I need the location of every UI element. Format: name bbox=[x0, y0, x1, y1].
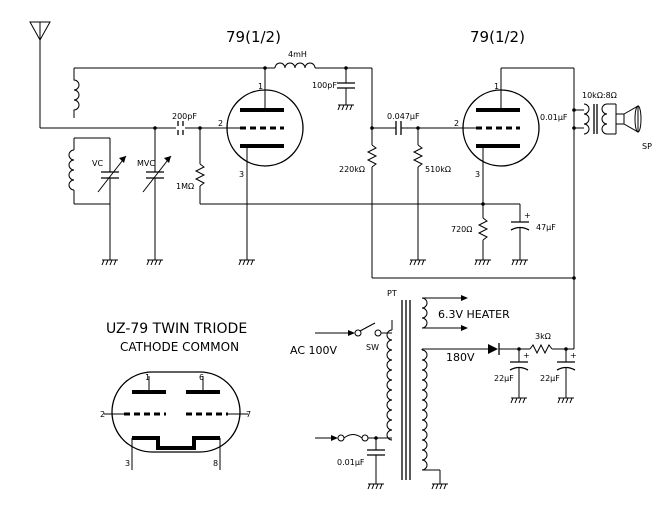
ac-label: AC 100V bbox=[290, 344, 338, 357]
pinout-pin-8: 8 bbox=[213, 459, 218, 468]
primary-winding-icon bbox=[386, 329, 393, 441]
plus-sign-3: + bbox=[570, 351, 577, 360]
b-voltage-label: 180V bbox=[446, 351, 475, 364]
output-capacitor-icon bbox=[574, 109, 584, 129]
inductor-label: 4mH bbox=[288, 50, 307, 59]
r-cathode-label: 720Ω bbox=[451, 225, 472, 234]
ac-input-arrow-icon bbox=[315, 330, 355, 336]
c-grid-label: 200pF bbox=[172, 112, 197, 121]
out-trans-label: 10kΩ:8Ω bbox=[582, 91, 617, 100]
r-plate-label: 220kΩ bbox=[339, 165, 365, 174]
pin-2-right: 2 bbox=[454, 119, 459, 128]
cathode-resistor-icon bbox=[477, 217, 489, 241]
heater-label: 6.3V HEATER bbox=[438, 308, 510, 321]
c-bypass-label: 100pF bbox=[312, 81, 337, 90]
heater-winding-icon bbox=[421, 295, 468, 331]
r-grid2-label: 510kΩ bbox=[425, 165, 451, 174]
grid-leak-resistor-icon bbox=[194, 163, 206, 187]
pin-1-right: 1 bbox=[494, 82, 499, 91]
rf-choke-icon bbox=[274, 62, 316, 69]
tuning-coil-icon bbox=[68, 149, 75, 191]
coupling-capacitor-icon bbox=[395, 121, 402, 135]
plus-sign-1: + bbox=[524, 211, 531, 220]
plate-resistor-icon bbox=[366, 144, 378, 168]
c-filter2-label: 22μF bbox=[540, 374, 560, 383]
c-cathode-label: 47μF bbox=[536, 223, 556, 232]
pinout-pin-1: 1 bbox=[145, 373, 150, 382]
switch-label: SW bbox=[366, 343, 379, 352]
rectifier-diode-icon bbox=[488, 343, 500, 355]
c-filter1-label: 22μF bbox=[494, 374, 514, 383]
plus-sign-2: + bbox=[523, 351, 530, 360]
c-line-label: 0.01μF bbox=[337, 458, 365, 467]
pin-3-right: 3 bbox=[475, 170, 480, 179]
pin-2-left: 2 bbox=[218, 119, 223, 128]
r-filter-label: 3kΩ bbox=[535, 332, 551, 341]
right-tube-label: 79(1/2) bbox=[470, 28, 525, 46]
r-grid-leak-label: 1MΩ bbox=[176, 182, 194, 191]
antenna-coil-icon bbox=[73, 70, 80, 118]
power-switch-icon[interactable] bbox=[354, 322, 382, 337]
pt-label: PT bbox=[387, 289, 397, 298]
secondary-winding-icon bbox=[421, 349, 428, 471]
bypass-capacitor-icon bbox=[337, 68, 355, 105]
mvc-label: MVC bbox=[137, 159, 155, 168]
left-tube-label: 79(1/2) bbox=[226, 28, 281, 46]
fuse-icon bbox=[337, 434, 369, 442]
speaker-label: SP bbox=[642, 142, 652, 151]
pinout-pin-2: 2 bbox=[100, 410, 105, 419]
pin-1-left: 1 bbox=[258, 82, 263, 91]
ac-input-arrow-bottom-icon bbox=[315, 435, 338, 441]
pinout-pin-6: 6 bbox=[199, 373, 204, 382]
filter-resistor-icon bbox=[529, 343, 553, 355]
line-capacitor-icon bbox=[367, 438, 385, 484]
mvc-capacitor-icon bbox=[142, 128, 172, 260]
output-transformer-icon bbox=[583, 103, 617, 135]
pinout-subtitle: CATHODE COMMON bbox=[120, 340, 239, 354]
pinout-title: UZ-79 TWIN TRIODE bbox=[106, 321, 247, 337]
speaker-icon bbox=[615, 105, 642, 133]
pin-3-left: 3 bbox=[239, 170, 244, 179]
twin-triode-pinout-icon bbox=[104, 371, 248, 470]
vc-label: VC bbox=[92, 159, 103, 168]
vc-capacitor-icon bbox=[97, 138, 127, 260]
c-couple-label: 0.047μF bbox=[387, 112, 420, 121]
power-transformer-core-icon bbox=[401, 300, 411, 480]
c-output-label: 0.01μF bbox=[540, 113, 568, 122]
pinout-pin-7: 7 bbox=[246, 410, 251, 419]
filter-capacitor-2-icon bbox=[556, 349, 576, 398]
pinout-pin-3: 3 bbox=[125, 459, 130, 468]
filter-capacitor-1-icon bbox=[509, 349, 529, 398]
grid-resistor-icon bbox=[412, 144, 424, 168]
antenna-icon bbox=[29, 21, 51, 128]
cathode-capacitor-icon bbox=[510, 204, 530, 260]
